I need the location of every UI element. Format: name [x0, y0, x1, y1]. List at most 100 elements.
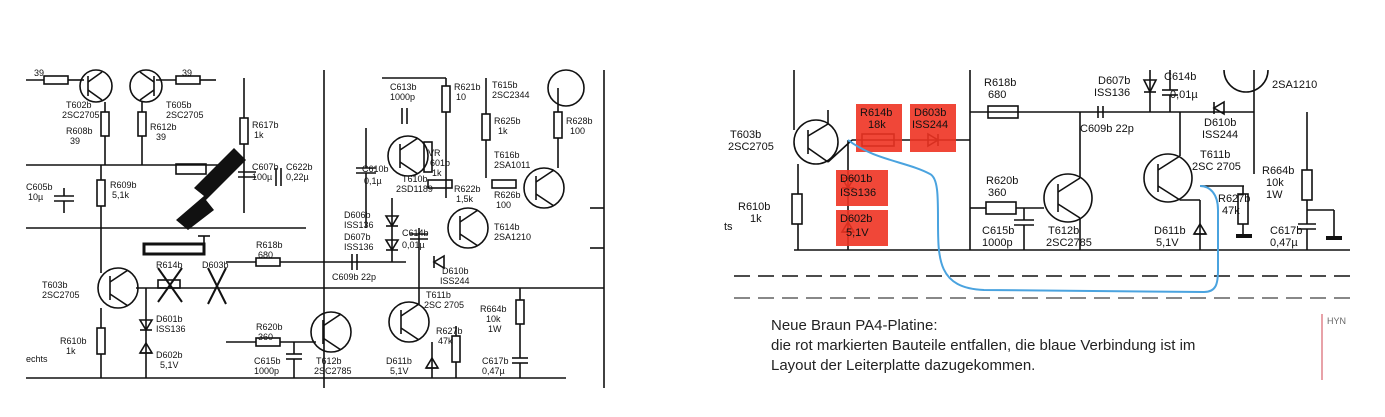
left-label: R609b: [110, 180, 137, 190]
left-label: D611b: [386, 356, 412, 366]
right-label: T603b: [730, 129, 761, 141]
left-label: D607b: [344, 232, 371, 242]
left-label: 360: [258, 332, 273, 342]
left-label: ISS136: [344, 220, 374, 230]
right-label: C617b: [1270, 225, 1302, 237]
left-label: 39: [182, 68, 192, 78]
left-label: 2SA1210: [494, 232, 531, 242]
right-label: 5,1V: [846, 227, 869, 239]
left-label: R627b: [436, 326, 463, 336]
tag-bar: [1321, 314, 1323, 380]
left-label: T603b: [42, 280, 68, 290]
left-label: C613b: [390, 82, 417, 92]
left-label: R626b: [494, 190, 521, 200]
left-label: 100µ: [252, 172, 272, 182]
left-label: R614b: [156, 260, 183, 270]
right-label: ts: [724, 221, 733, 233]
left-label: 2SC2785: [314, 366, 352, 376]
left-label: echts: [26, 354, 48, 364]
right-label: 2SC2705: [728, 141, 774, 153]
left-label: 0,01µ: [402, 240, 425, 250]
left-label: 39: [70, 136, 80, 146]
left-label: D601b: [156, 314, 183, 324]
left-label: R625b: [494, 116, 521, 126]
right-label: 5,1V: [1156, 237, 1179, 249]
left-label: T616b: [494, 150, 520, 160]
left-label: R612b: [150, 122, 177, 132]
left-label: T611b: [426, 290, 451, 300]
left-label: 2SC 2705: [424, 300, 464, 310]
left-label: 2SC2705: [62, 110, 100, 120]
right-label: 1W: [1266, 189, 1283, 201]
left-label: 0,47µ: [482, 366, 505, 376]
new-connection-line: [847, 139, 1219, 294]
right-label: ISS136: [1094, 87, 1130, 99]
left-label: T602b: [66, 100, 92, 110]
right-label: D607b: [1098, 75, 1130, 87]
left-label: R620b: [256, 322, 283, 332]
right-label: 2SC2785: [1046, 237, 1092, 249]
right-label: C609b 22p: [1080, 123, 1134, 135]
right-label: T611b: [1200, 149, 1230, 161]
left-label: ISS136: [344, 242, 374, 252]
right-label: 18k: [868, 119, 886, 131]
left-label: 0,1µ: [364, 176, 382, 186]
right-label: 0,47µ: [1270, 237, 1298, 249]
left-label: C614b: [402, 228, 429, 238]
left-label: 100: [570, 126, 585, 136]
right-label: 1k: [750, 213, 762, 225]
right-label: R664b: [1262, 165, 1294, 177]
left-label: 2SD1189: [396, 184, 433, 194]
left-label: 100: [496, 200, 511, 210]
right-label: D611b: [1154, 225, 1186, 237]
right-label: 2SA1210: [1272, 79, 1317, 91]
right-label: 10k: [1266, 177, 1284, 189]
right-label: R614b: [860, 107, 892, 119]
caption-line: Neue Braun PA4-Platine:: [771, 317, 938, 334]
right-label: 680: [988, 89, 1006, 101]
left-label: D603b: [202, 260, 229, 270]
right-label: T612b: [1048, 225, 1079, 237]
right-label: 47k: [1222, 205, 1240, 217]
right-label: D602b: [840, 213, 872, 225]
left-label: D606b: [344, 210, 371, 220]
left-label: 1000p: [390, 92, 415, 102]
left-label: 10: [456, 92, 466, 102]
right-label: C615b: [982, 225, 1014, 237]
left-label: 0,22µ: [286, 172, 309, 182]
left-label: 39: [156, 132, 166, 142]
left-label: 10k: [486, 314, 501, 324]
left-label: 680: [258, 250, 273, 260]
right-label: D610b: [1204, 117, 1236, 129]
left-label: R617b: [252, 120, 279, 130]
left-label: 10µ: [28, 192, 43, 202]
left-label: C607b: [252, 162, 279, 172]
left-label: 1W: [488, 324, 502, 334]
left-label: C610b: [362, 164, 389, 174]
left-label: 1k: [66, 346, 76, 356]
left-label: C605b: [26, 182, 53, 192]
removed-components-highlight: [836, 104, 956, 246]
left-label: 39: [34, 68, 44, 78]
right-label: R618b: [984, 77, 1016, 89]
left-label: 1k: [498, 126, 508, 136]
left-label: T615b: [492, 80, 518, 90]
left-label: 601b: [430, 158, 450, 168]
right-label: C614b: [1164, 71, 1196, 83]
left-label: 2SC2344: [492, 90, 530, 100]
right-label: 0,01µ: [1170, 89, 1198, 101]
right-label: 360: [988, 187, 1006, 199]
left-label: 5,1V: [160, 360, 179, 370]
right-label: R627b: [1218, 193, 1250, 205]
caption-line: die rot markierten Bauteile entfallen, d…: [771, 337, 1196, 354]
left-label: T610b: [402, 174, 428, 184]
left-label: D610b: [442, 266, 469, 276]
left-label: 1000p: [254, 366, 279, 376]
left-label: D602b: [156, 350, 183, 360]
author-tag: HYN: [1327, 316, 1347, 326]
left-label: C617b: [482, 356, 509, 366]
left-label: T605b: [166, 100, 192, 110]
left-schematic: 39 39 T602b 2SC2705 T605b 2SC2705 R608b …: [26, 68, 605, 388]
caption-line: Layout der Leiterplatte dazugekommen.: [771, 357, 1036, 374]
left-label: R618b: [256, 240, 283, 250]
